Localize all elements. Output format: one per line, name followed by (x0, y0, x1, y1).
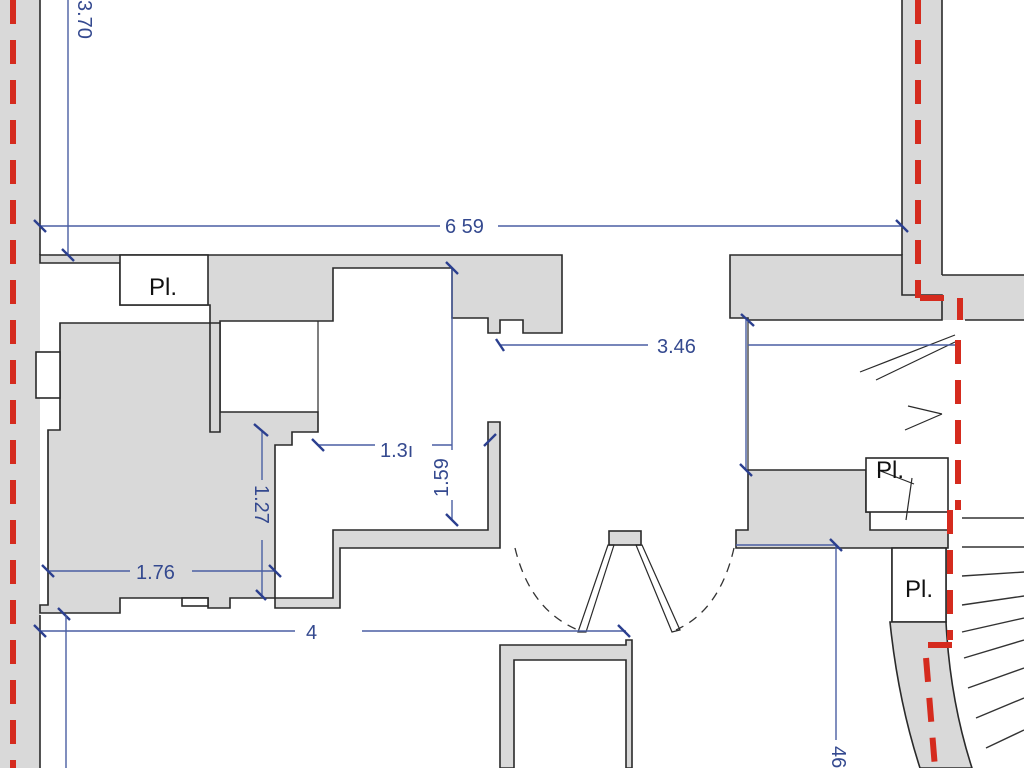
staircase (961, 517, 1024, 749)
dim-room-width: 1.3ı (380, 440, 413, 462)
center-column (608, 530, 642, 546)
chimney-1 (119, 254, 209, 306)
stair-wall (889, 621, 973, 768)
right-corner-wall (942, 275, 1024, 320)
interior-lines (35, 320, 749, 607)
dim-top-vertical: 3.70 (73, 0, 95, 39)
dim-bath-width: 1.76 (136, 562, 175, 584)
lower-center-wall (499, 639, 633, 768)
dim-bath-height: 1.27 (250, 485, 272, 524)
center-right-wall (274, 421, 501, 609)
bath-left-strip (209, 322, 221, 433)
door-swing-right (675, 547, 735, 631)
top-wall-left (39, 254, 563, 614)
label-chimney-3: Pl. (905, 576, 933, 603)
dim-top-width: 6 59 (445, 216, 484, 238)
door-leaf-right (635, 544, 681, 633)
dim-lower-width: 4 (306, 622, 317, 644)
label-chimney-2: Pl. (876, 457, 904, 484)
right-outer-wall (902, 0, 942, 295)
dimensions: 3.70 6 59 3.46 1.3ı 1.59 1.27 (33, 0, 955, 768)
left-outer-wall (0, 0, 40, 768)
labels: Pl. Pl. Pl. (149, 274, 933, 603)
property-boundary (10, 0, 963, 768)
dim-lower-vertical: 46 (827, 746, 849, 768)
label-chimney-1: Pl. (149, 274, 177, 301)
dim-room-height: 1.59 (431, 458, 453, 497)
top-wall-right (729, 254, 943, 321)
doors (514, 334, 956, 633)
dim-corridor-width: 3.46 (657, 336, 696, 358)
door-swing-left (514, 547, 579, 631)
door-leaf-left (577, 544, 615, 633)
